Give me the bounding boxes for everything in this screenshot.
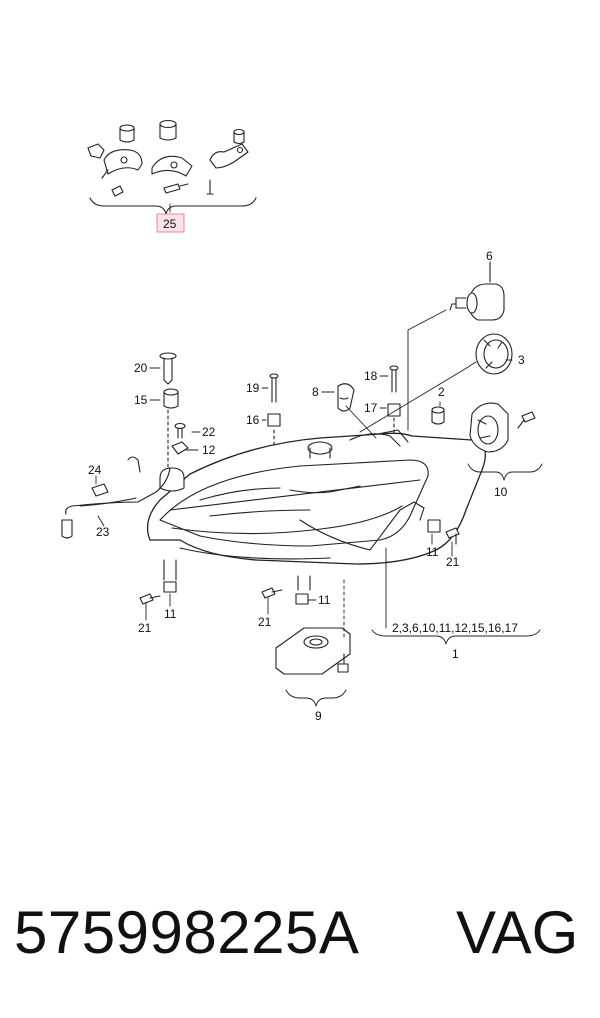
- label-23: 23: [96, 525, 110, 539]
- hose-part-8: [337, 383, 355, 412]
- headlight-housing: [146, 429, 486, 591]
- ring-part-3: [475, 333, 513, 375]
- label-21-right: 21: [446, 555, 460, 569]
- module-part-10: [469, 402, 536, 453]
- label-17: 17: [364, 401, 378, 415]
- left-stack-parts: [159, 352, 189, 469]
- label-22: 22: [202, 425, 216, 439]
- label-11-right: 11: [426, 545, 439, 559]
- label-group-1-list: 2,3,6,10,11,12,15,16,17: [392, 621, 518, 635]
- label-20: 20: [134, 361, 148, 375]
- bottom-center-fasteners: [261, 587, 309, 605]
- right-fasteners: [427, 519, 460, 545]
- label-3: 3: [518, 353, 525, 367]
- bottom-left-fasteners: [139, 581, 177, 605]
- label-24: 24: [88, 463, 102, 477]
- label-16: 16: [246, 413, 260, 427]
- label-21-center: 21: [258, 615, 272, 629]
- cap-part-2: [431, 406, 445, 425]
- label-19: 19: [246, 381, 260, 395]
- label-15: 15: [134, 393, 148, 407]
- label-18: 18: [364, 369, 378, 383]
- label-12: 12: [202, 443, 216, 457]
- label-2: 2: [438, 385, 445, 399]
- control-unit-part-9: [275, 627, 351, 675]
- label-11-left: 11: [164, 607, 177, 621]
- center-left-parts: [267, 373, 281, 447]
- label-21-left: 21: [138, 621, 152, 635]
- wire-part-23: [61, 456, 171, 539]
- part-number-caption: 575998225A: [14, 899, 360, 966]
- label-8: 8: [312, 385, 319, 399]
- leader-lines: [95, 203, 543, 707]
- callout-box-25: [156, 213, 185, 233]
- label-6: 6: [486, 249, 493, 263]
- callout-labels: 25 6 3 2 10 20 15 22 12 19 16 8 18 17 24…: [88, 217, 525, 723]
- bulb-part-6: [449, 283, 505, 321]
- label-10: 10: [494, 485, 508, 499]
- brand-caption: VAG: [456, 899, 579, 966]
- label-9: 9: [315, 709, 322, 723]
- bracket-kit-group: [87, 119, 257, 215]
- label-1: 1: [452, 647, 459, 661]
- center-right-parts: [387, 365, 401, 437]
- label-11-center: 11: [318, 593, 331, 607]
- label-25: 25: [163, 217, 177, 231]
